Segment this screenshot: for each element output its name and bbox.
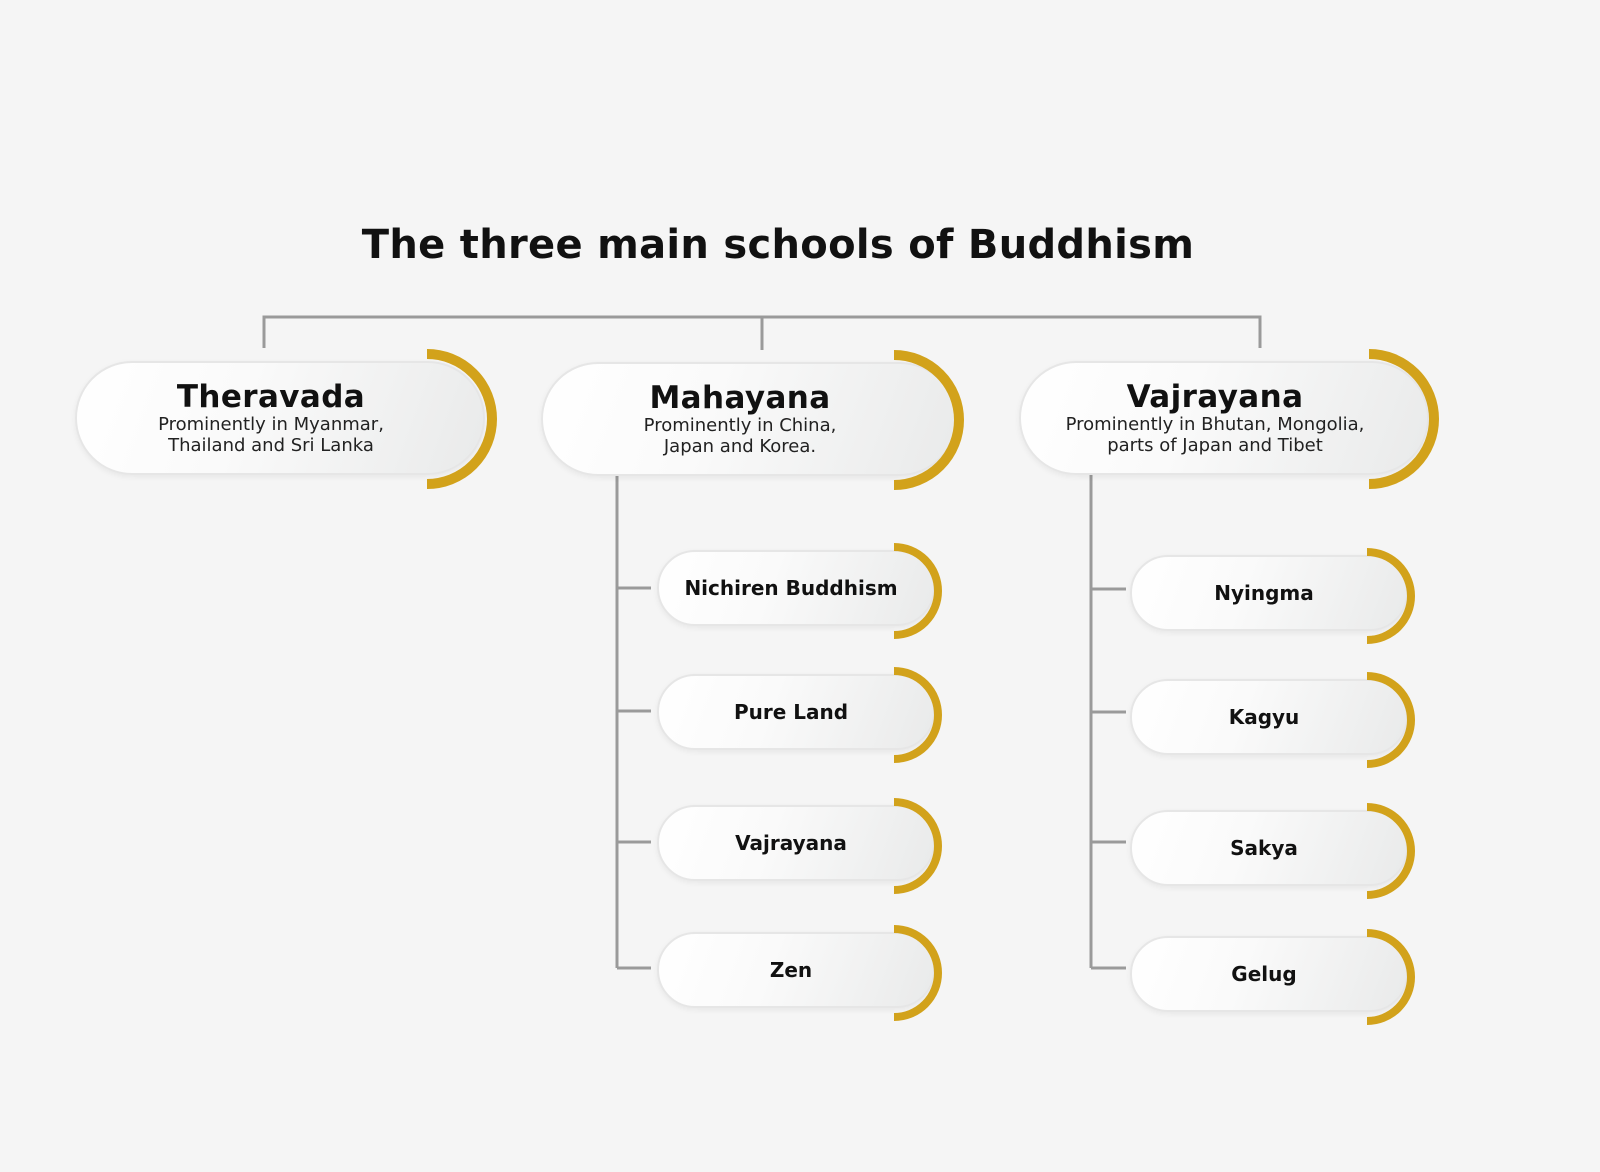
school-description-line: Thailand and Sri Lanka (168, 435, 374, 456)
school-description-line: parts of Japan and Tibet (1107, 435, 1323, 456)
school-description-line: Japan and Korea. (663, 436, 817, 457)
diagram-title: The three main schools of Buddhism (361, 222, 1195, 268)
sub-school-node-zen: Zen (657, 932, 935, 1008)
school-node-mahayana: Mahayana Prominently in China, Japan and… (541, 362, 957, 476)
sub-school-name: Pure Land (733, 700, 849, 724)
sub-school-name: Nichiren Buddhism (684, 576, 898, 600)
school-description-line: Prominently in Myanmar, (158, 414, 384, 435)
school-node-theravada: Theravada Prominently in Myanmar, Thaila… (75, 361, 485, 475)
sub-school-node-pure-land: Pure Land (657, 674, 935, 750)
sub-school-name: Gelug (1231, 962, 1297, 986)
vajrayana-branch-connector (1089, 475, 1126, 970)
school-name: Vajrayana (1126, 379, 1304, 415)
sub-school-name: Vajrayana (735, 831, 847, 855)
sub-school-node-vajrayana: Vajrayana (657, 805, 935, 881)
school-node-vajrayana: Vajrayana Prominently in Bhutan, Mongoli… (1019, 361, 1429, 475)
school-description-line: Prominently in China, (643, 415, 837, 436)
sub-school-name: Sakya (1230, 836, 1298, 860)
sub-school-name: Nyingma (1214, 581, 1314, 605)
school-name: Theravada (176, 379, 366, 415)
sub-school-node-nichiren-buddhism: Nichiren Buddhism (657, 550, 935, 626)
sub-school-name: Zen (769, 958, 813, 982)
top-connector (262, 315, 1262, 350)
sub-school-node-kagyu: Kagyu (1130, 679, 1408, 755)
sub-school-node-nyingma: Nyingma (1130, 555, 1408, 631)
sub-school-name: Kagyu (1228, 705, 1300, 729)
school-name: Mahayana (649, 380, 831, 416)
sub-school-node-sakya: Sakya (1130, 810, 1408, 886)
mahayana-branch-connector (615, 475, 651, 970)
sub-school-node-gelug: Gelug (1130, 936, 1408, 1012)
school-description-line: Prominently in Bhutan, Mongolia, (1065, 414, 1365, 435)
